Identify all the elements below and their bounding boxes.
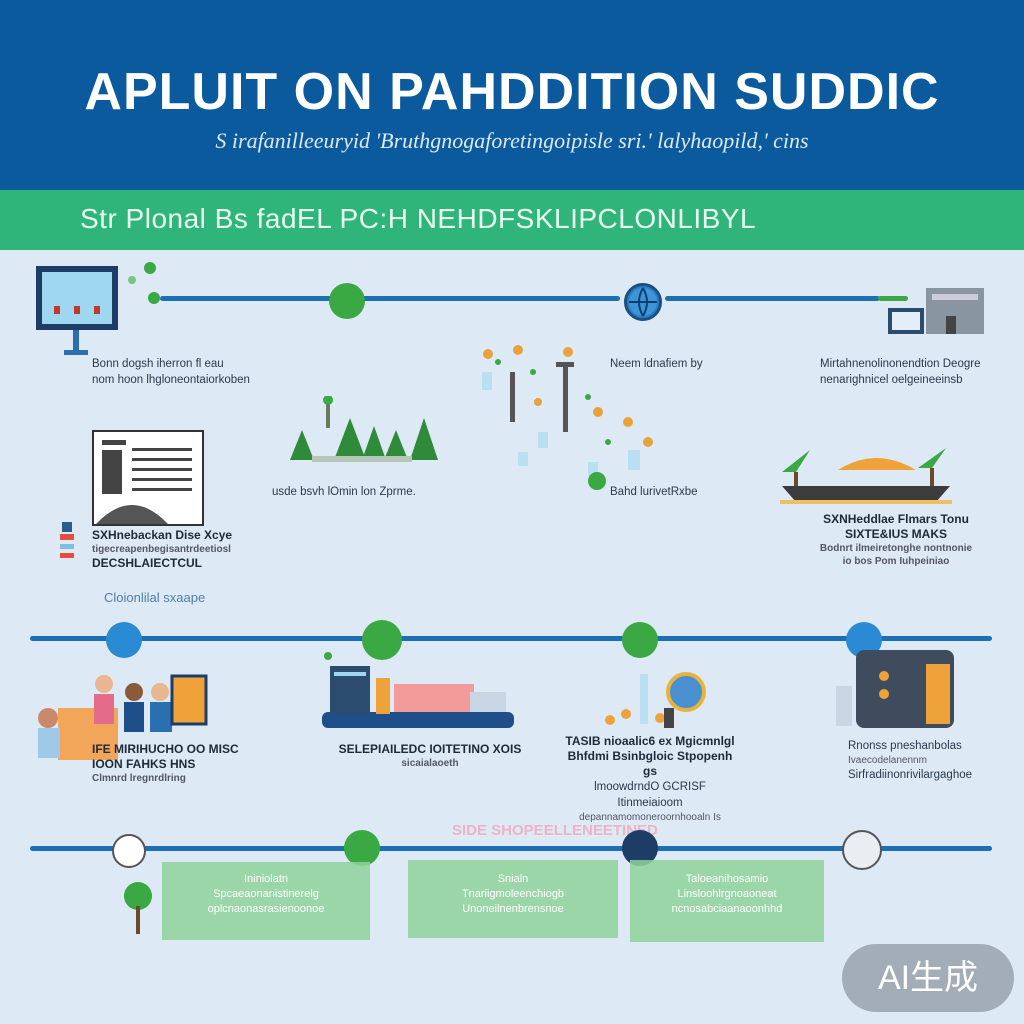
- row3-machine-label: Rnonss pneshanbolas Ivaecodelanennm Sirf…: [848, 738, 998, 783]
- row2-garden-label: Bahd lurivetRxbe: [610, 486, 698, 498]
- tree-icon: [124, 882, 152, 934]
- row2-structure-label-line: SIXTE&IUS MAKS: [844, 527, 947, 541]
- row2-doc-label-line: DECSHLAIECTCUL: [92, 556, 202, 570]
- info-card-line: Spcaeaonanistinerelg: [213, 888, 319, 900]
- page-subtitle: S irafanilleeuryid 'Bruthgnogaforetingoi…: [215, 128, 809, 153]
- row1-middle-label: Neem ldnafiem by: [610, 358, 703, 370]
- row3-factory-label-line: SELEPIAILEDC IOITETINO XOIS: [338, 742, 522, 756]
- canopy-structure-illustration: [780, 448, 952, 504]
- row3-people-label-line: Clmnrd lregnrdlring: [92, 773, 186, 784]
- info-card-line: Linsloohlrgnoaoneat: [677, 888, 777, 900]
- timeline-1-green-segment: [878, 296, 908, 301]
- row3-lab-label-line: lmoowdrndO GCRISF Itinmeiaioom: [594, 781, 706, 809]
- row2-doc-label-line: tigecreapenbegisantrdeetiosl: [92, 544, 231, 555]
- factory-icon: [888, 288, 984, 334]
- row2-doc-label: SXHnebackan Dise Xcye tigecreapenbegisan…: [92, 528, 262, 571]
- info-card-text: Snialn Tnariigmoleenchiogb Unoneilnenbre…: [408, 872, 618, 917]
- timeline-node-green: [622, 622, 658, 658]
- timeline-node-green: [329, 283, 365, 319]
- row1-left-label-line: nom hoon lhgloneontaiorkoben: [92, 374, 250, 386]
- machine-cabinet-illustration: [836, 650, 954, 728]
- small-figure-icon: [60, 522, 74, 558]
- factory-line-illustration: [322, 652, 514, 728]
- row1-right-label-line: nenarighnicel oelgeineeinsb: [820, 374, 963, 386]
- row1-right-label: Mirtahnenolinonendtion Deogre nenarighni…: [820, 356, 990, 388]
- row2-forest-label: usde bsvh lOmin lon Zprme.: [272, 486, 416, 498]
- row2-structure-label-line: Bodnrt ilmeiretonghe nontnonie: [819, 543, 973, 554]
- header-banner: [0, 0, 1024, 190]
- row3-lab-label-line: TASIB nioaalic6 ex Mgicmnlgl: [565, 734, 735, 748]
- page-title: APLUIT ON PAHDDITION SUDDIC: [84, 63, 940, 121]
- info-card-line: oplcnaonasrasienoonoe: [207, 903, 325, 915]
- monitor-icon: [36, 266, 118, 355]
- lab-equipment-illustration: [605, 672, 706, 728]
- people-group-illustration: [38, 674, 208, 760]
- row3-people-label: IFE MIRIHUCHO OO MISC IOON FAHKS HNS Clm…: [92, 742, 262, 785]
- row3-lab-label-line: depannamomoneroornhooaln Is: [579, 812, 721, 823]
- row3-factory-label: SELEPIAILEDC IOITETINO XOIS sicaialaoeth: [330, 742, 530, 770]
- info-card: [408, 860, 618, 938]
- timeline-1-line-right: [665, 296, 880, 301]
- row1-left-label: Bonn dogsh iherron fl eau nom hoon lhglo…: [92, 356, 292, 388]
- timeline-1-line: [160, 296, 620, 301]
- row2-structure-label: SXNHeddlae Flmars Tonu SIXTE&IUS MAKS Bo…: [806, 512, 986, 568]
- forest-illustration: [290, 396, 438, 462]
- row3-people-label-line: IOON FAHKS HNS: [92, 757, 196, 771]
- row3-machine-label-line: Sirfradiinonrivilargaghoe: [848, 769, 973, 781]
- section-label: Cloionlilal sxaape: [104, 590, 206, 605]
- row3-machine-label-line: Ivaecodelanennm: [848, 755, 927, 766]
- timeline-node-green: [344, 830, 380, 866]
- plant-icon: [588, 472, 606, 490]
- info-card-line: Snialn: [497, 873, 529, 885]
- info-card-text: Taloeanihosamio Linsloohlrgnoaoneat ncno…: [630, 872, 824, 917]
- row4-header-text: SIDE SHOPEELLENEETINED: [452, 822, 658, 839]
- row2-structure-label-line: io bos Pom Iuhpeiniao: [842, 556, 950, 567]
- timeline-node-person: [112, 834, 146, 868]
- ai-generated-badge: AI生成: [842, 944, 1014, 1012]
- row1-right-label-line: Mirtahnenolinonendtion Deogre: [820, 358, 981, 370]
- green-band: [0, 190, 1024, 250]
- globe-icon: [629, 287, 657, 317]
- row2-doc-label-line: SXHnebackan Dise Xcye: [92, 528, 233, 542]
- row3-lab-label: TASIB nioaalic6 ex Mgicmnlgl Bhfdmi Bsin…: [560, 734, 740, 824]
- info-card-line: Taloeanihosamio: [685, 873, 769, 885]
- leaf-dots-icon: [128, 262, 160, 304]
- document-illustration: [92, 430, 204, 526]
- info-card-line: ncnosabciaanaoonhhd: [671, 903, 783, 915]
- info-card-line: Unoneilnenbrensnoe: [462, 903, 564, 915]
- row2-structure-label-line: SXNHeddlae Flmars Tonu: [823, 512, 969, 526]
- info-card-line: Tnariigmoleenchiogb: [461, 888, 565, 900]
- timeline-node-globe: [624, 283, 662, 321]
- row1-left-label-line: Bonn dogsh iherron fl eau: [92, 358, 224, 370]
- row3-machine-label-line: Rnonss pneshanbolas: [848, 740, 962, 752]
- info-card-text: Ininiolatn Spcaeaonanistinerelg oplcnaon…: [162, 872, 370, 917]
- band-text: Str Plonal Bs fadEL PC:H NEHDFSKLIPCLONL…: [80, 203, 757, 234]
- info-card: [630, 860, 824, 942]
- timeline-2-line: [30, 636, 992, 641]
- info-card-line: Ininiolatn: [243, 873, 289, 885]
- plants-scatter-illustration: [482, 345, 653, 476]
- timeline-node-green: [362, 620, 402, 660]
- info-card: [162, 862, 370, 940]
- row3-people-label-line: IFE MIRIHUCHO OO MISC: [92, 742, 239, 756]
- row3-factory-label-line: sicaialaoeth: [401, 758, 459, 769]
- timeline-node-person: [842, 830, 882, 870]
- timeline-node-blue: [106, 622, 142, 658]
- row3-lab-label-line: Bhfdmi Bsinbgloic Stpopenh gs: [567, 749, 733, 778]
- timeline-3-line: [30, 846, 992, 851]
